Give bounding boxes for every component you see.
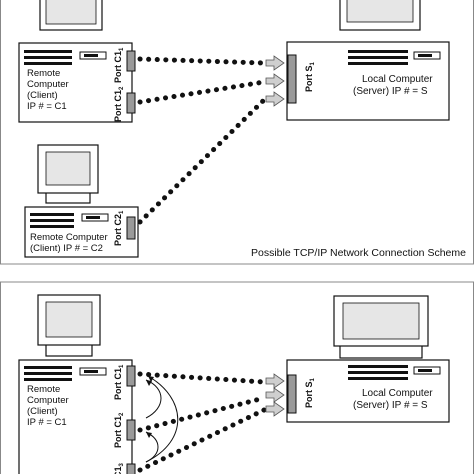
bottom-local-vent-3 (348, 377, 408, 380)
bottom-arrow-into-port-1 (265, 373, 285, 389)
bottom-remote-port-middle-label: Port C12 (113, 412, 125, 448)
bottom-panel: Remote Computer (Client) IP # = C1 Port … (0, 281, 474, 474)
remote-a-port-lower-label: Port C12 (113, 86, 125, 122)
remote-a-port-upper-label: Port C11 (113, 47, 125, 83)
bottom-local-monitor-group (333, 295, 429, 359)
arrow-into-port-1 (265, 55, 285, 71)
remote-a-label-4: IP # = C1 (27, 101, 67, 112)
bottom-local-computer: Port S1 Local Computer (Server) IP # = S (286, 359, 450, 423)
bottom-remote-monitor-screen (45, 301, 93, 338)
remote-a-drive-bar (84, 54, 98, 57)
remote-a-label-3: (Client) (27, 90, 58, 101)
bottom-connection-3 (137, 407, 267, 473)
local-drive-bar (418, 54, 432, 57)
remote-b-label-1: Remote Computer (30, 232, 108, 243)
bottom-remote-drive-bar (84, 370, 98, 373)
remote-a-computer: Remote Computer (Client) IP # = C1 Port … (18, 42, 136, 123)
curved-arrow-port2-to-port1-head (146, 380, 152, 386)
connection-b-to-s (137, 95, 269, 225)
bottom-remote-label-1: Remote (27, 384, 60, 395)
bottom-connection-2 (137, 395, 267, 433)
bottom-local-drive-bar (418, 369, 432, 372)
bottom-local-port (287, 374, 297, 414)
bottom-arrow-into-port-2 (265, 387, 285, 403)
remote-b-drive-bar (86, 216, 100, 219)
bottom-remote-port-1 (126, 365, 136, 387)
remote-a-vent-3 (24, 62, 72, 65)
bottom-remote-label-2: Computer (27, 395, 69, 406)
top-panel: Remote Computer (Client) IP # = C1 Port … (0, 0, 474, 265)
connection-a1-to-s (137, 56, 267, 66)
remote-a-label-1: Remote (27, 68, 60, 79)
local-label-2: (Server) IP # = S (353, 86, 428, 97)
remote-b-port (126, 216, 136, 240)
bottom-remote-computer: Remote Computer (Client) IP # = C1 Port … (18, 359, 136, 474)
curved-arrow-port3-to-port1 (145, 375, 179, 463)
curved-arrow-port3-to-port2-head (146, 432, 152, 438)
connection-a2-to-s (137, 79, 267, 105)
local-monitor-screen (346, 0, 414, 23)
arrow-into-port-3 (265, 91, 285, 107)
bottom-remote-vent-1 (24, 366, 72, 369)
bottom-remote-vent-3 (24, 378, 72, 381)
bottom-local-monitor-screen (342, 302, 420, 340)
remote-b-computer: Remote Computer (Client) IP # = C2 Port … (24, 206, 139, 258)
local-vent-2 (348, 56, 408, 59)
remote-b-vent-2 (30, 219, 74, 222)
bottom-remote-port-2 (126, 419, 136, 441)
curved-arrow-port3-to-port2 (145, 431, 159, 463)
remote-a-monitor-screen (45, 0, 97, 25)
bottom-local-vent-1 (348, 365, 408, 368)
bottom-local-port-label: Port S1 (304, 377, 316, 408)
local-port (287, 54, 297, 104)
remote-a-label-2: Computer (27, 79, 69, 90)
local-vent-1 (348, 50, 408, 53)
remote-b-port-label: Port C21 (113, 210, 125, 246)
local-label-1: Local Computer (362, 74, 433, 85)
bottom-connection-1 (137, 371, 267, 385)
curved-arrow-port3-to-port1-head (148, 376, 154, 382)
bottom-local-label-1: Local Computer (362, 388, 433, 399)
local-port-label: Port S1 (304, 61, 316, 92)
remote-b-label-2: (Client) IP # = C2 (30, 243, 103, 254)
remote-a-vent-2 (24, 56, 72, 59)
bottom-remote-port-upper-label: Port C11 (113, 364, 125, 400)
bottom-remote-vent-2 (24, 372, 72, 375)
bottom-arrow-into-port-3 (265, 401, 285, 417)
curved-arrow-port2-to-port1 (145, 379, 162, 419)
top-panel-caption: Possible TCP/IP Network Connection Schem… (251, 247, 466, 259)
local-vent-3 (348, 62, 408, 65)
bottom-remote-label-3: (Client) (27, 406, 58, 417)
remote-b-monitor-screen (45, 151, 91, 186)
bottom-remote-monitor-group (37, 294, 101, 357)
remote-a-port-2 (126, 92, 136, 114)
arrow-into-port-2 (265, 73, 285, 89)
remote-b-vent-3 (30, 225, 74, 228)
local-computer: Port S1 Local Computer (Server) IP # = S (286, 41, 450, 121)
remote-a-port-1 (126, 50, 136, 72)
remote-b-monitor-group (37, 144, 99, 204)
bottom-remote-port-3 (126, 463, 136, 474)
bottom-local-label-2: (Server) IP # = S (353, 400, 428, 411)
remote-a-vent-1 (24, 50, 72, 53)
remote-b-vent-1 (30, 213, 74, 216)
bottom-remote-label-4: IP # = C1 (27, 417, 67, 428)
bottom-local-vent-2 (348, 371, 408, 374)
bottom-remote-port-lower-label: C13 (113, 462, 125, 474)
